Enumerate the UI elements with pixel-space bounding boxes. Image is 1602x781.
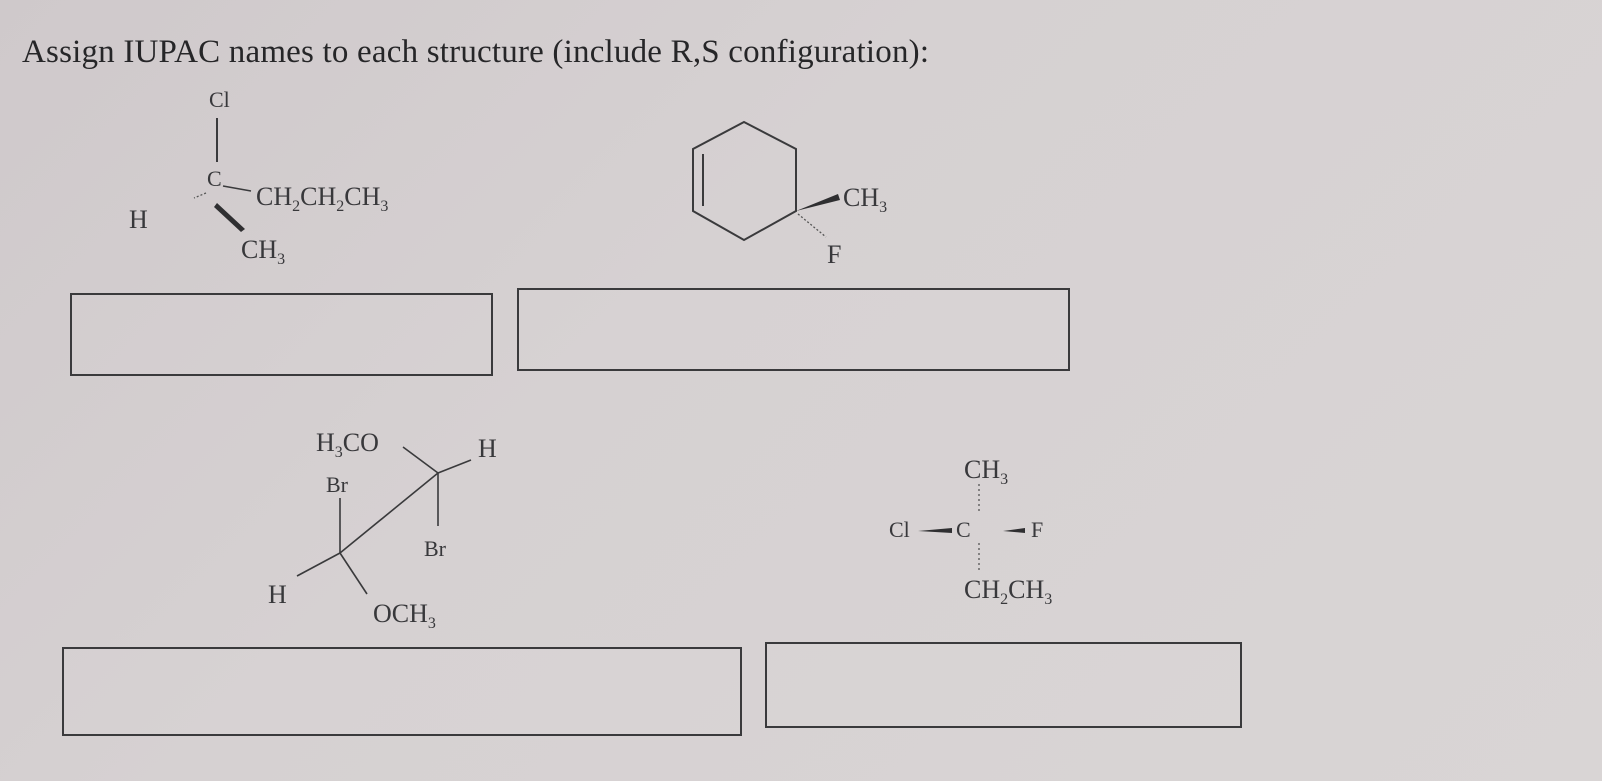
s4-wedge-right [1003, 528, 1025, 533]
s1-methyl: CH3 [241, 235, 285, 268]
structure-4: CH3 Cl C F CH2CH3 [889, 455, 1052, 608]
structure-1: Cl C CH2CH2CH3 H CH3 [129, 87, 388, 268]
s1-cl: Cl [209, 87, 230, 112]
s2-f: F [827, 240, 841, 269]
s4-ethyl: CH2CH3 [964, 575, 1052, 608]
answer-box-4[interactable] [765, 642, 1242, 728]
s2-methyl: CH3 [843, 183, 887, 216]
s3-bond-h-top [437, 459, 472, 474]
s1-propyl: CH2CH2CH3 [256, 182, 388, 215]
s3-bond-central [339, 472, 439, 554]
structure-3: H3CO H Br Br H OCH3 [268, 428, 497, 632]
answer-box-3[interactable] [62, 647, 742, 736]
instruction-text: Assign IUPAC names to each structure (in… [22, 34, 930, 70]
s4-methyl-top: CH3 [964, 455, 1008, 488]
s1-h: H [129, 205, 148, 234]
s2-ring [692, 120, 797, 242]
s3-methoxy-top: H3CO [316, 428, 379, 461]
s2-wedge [796, 194, 840, 211]
s3-h-bottom: H [268, 580, 287, 609]
s1-bond-right [222, 185, 252, 192]
s4-wedge-left [918, 528, 952, 533]
s3-br-lower: Br [424, 536, 447, 561]
s3-h-top: H [478, 434, 497, 463]
s3-bond-ome-top [402, 446, 439, 474]
answer-box-1[interactable] [70, 293, 493, 376]
s3-bond-ome-bottom [339, 552, 368, 595]
s1-wedge [214, 203, 245, 232]
answer-box-2[interactable] [517, 288, 1070, 371]
s1-bond-h [193, 192, 207, 199]
s4-c: C [956, 517, 971, 542]
s2-dash [797, 213, 827, 238]
s1-c: C [207, 166, 222, 191]
s3-bond-h-bottom [296, 552, 341, 577]
s4-f: F [1031, 517, 1043, 542]
structure-2: CH3 F [692, 120, 887, 269]
s4-cl: Cl [889, 517, 910, 542]
s3-br-upper: Br [326, 472, 349, 497]
s3-methoxy-bottom: OCH3 [373, 599, 436, 632]
